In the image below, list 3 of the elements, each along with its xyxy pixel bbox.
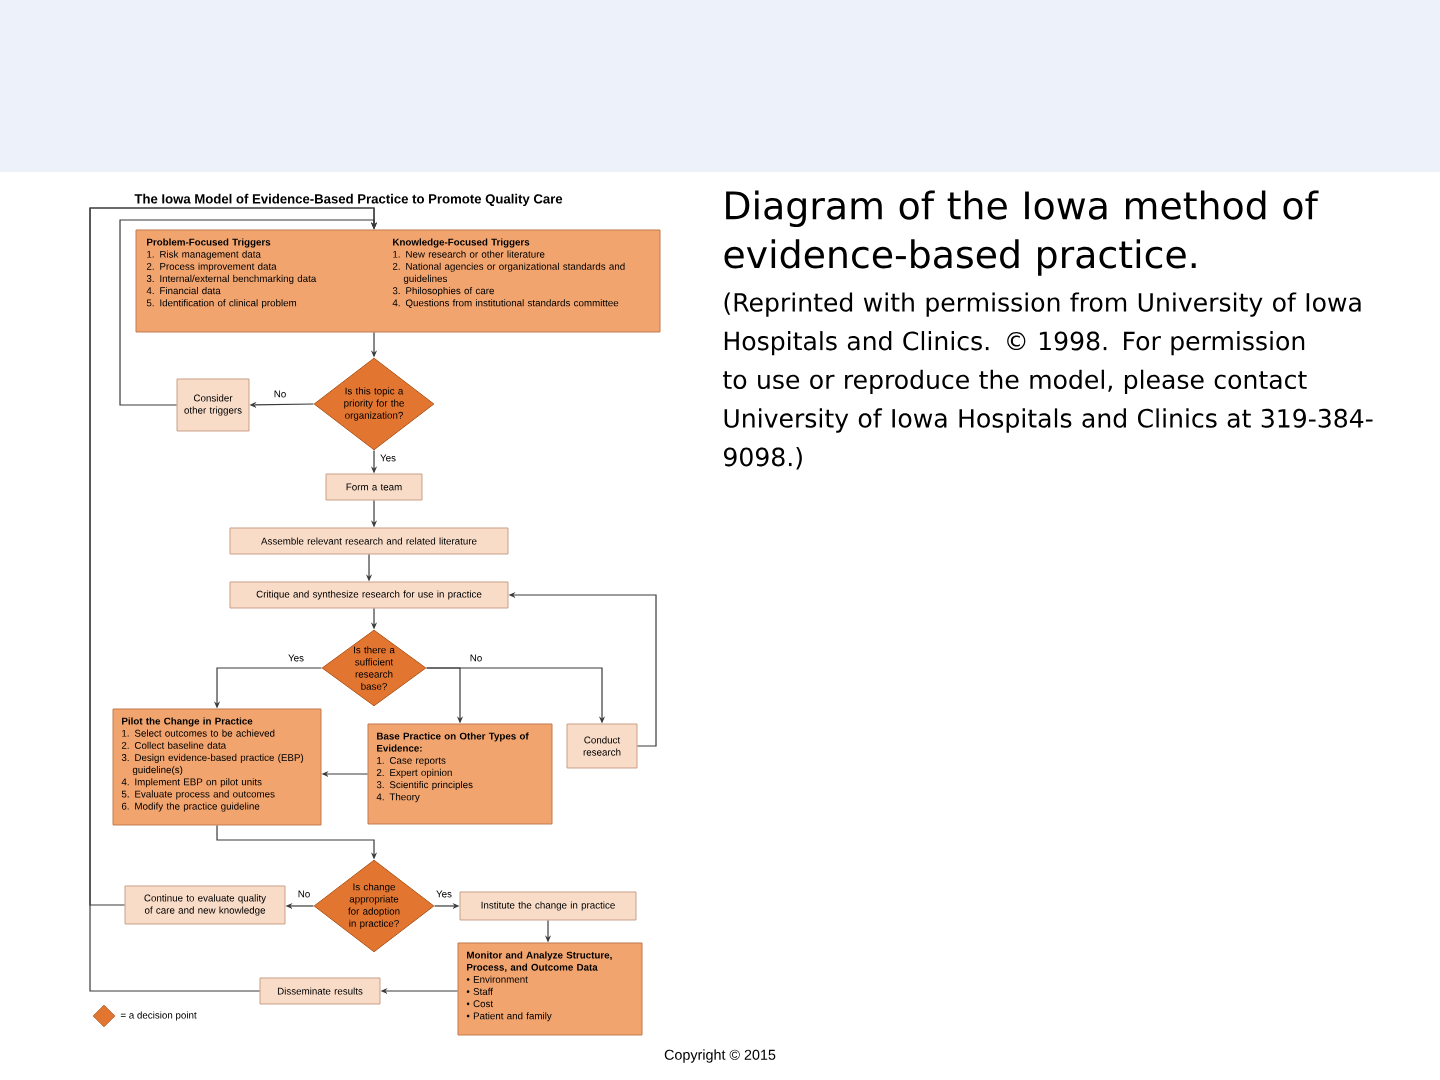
- note: (Reprinted with permission from University of Iowa Hospitals and Clinics. © 1998. For permission to use or reproduce the model, please contact University of Iowa Hospitals and Clinics at 319-384-9098.): [723, 292, 1373, 470]
- arrow: [119, 219, 378, 406]
- caption: Diagram of the Iowa method of evidence-based practice.: [724, 190, 1319, 276]
